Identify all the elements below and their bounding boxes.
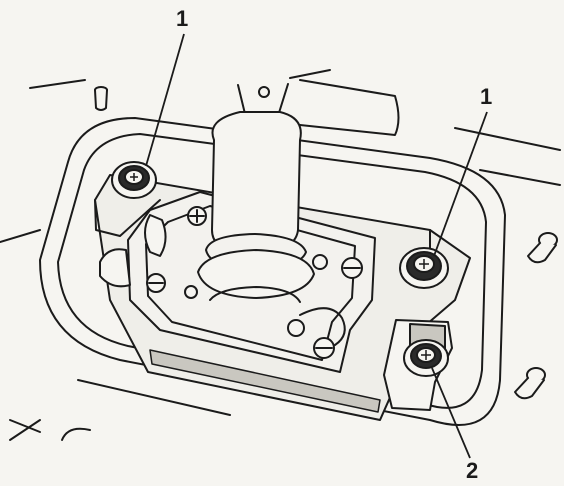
fastener-right	[399, 247, 449, 289]
plate-lower-shade	[149, 349, 381, 413]
callout-2: 2	[466, 458, 479, 483]
housing-bolt-6	[287, 319, 305, 337]
leader-line-2	[431, 367, 471, 459]
left-clip	[144, 214, 167, 257]
housing-wavy-edge	[299, 307, 346, 346]
upper-trim-piece	[299, 79, 400, 136]
leader-line-1-right	[433, 111, 488, 257]
plate-left-flange	[94, 199, 161, 237]
fastener-left	[111, 161, 157, 199]
shifter-boot	[211, 111, 302, 253]
housing-bolt-5	[341, 257, 363, 279]
right-stud-lower	[514, 367, 546, 400]
shaft-pin	[258, 86, 270, 98]
right-stud-upper	[527, 232, 558, 264]
callout-1-left: 1	[176, 6, 189, 31]
console-outer-outline	[39, 117, 506, 426]
housing-bolt-2	[146, 273, 166, 293]
right-upper-edge	[454, 127, 561, 151]
left-stud	[94, 86, 108, 111]
callout-1-right: 1	[480, 84, 493, 109]
housing-bolt-1	[187, 206, 207, 226]
housing-bolt-4	[312, 254, 328, 270]
top-left-line	[29, 79, 86, 89]
bottom-small-arc	[61, 427, 91, 441]
top-mid-line	[289, 69, 331, 79]
right-side-edge	[479, 169, 561, 186]
fastener-lower	[403, 339, 449, 377]
bottom-left-edge	[77, 379, 231, 416]
console-inner-outline	[57, 133, 487, 409]
left-outer-curve	[0, 229, 41, 243]
housing-bolt-3	[184, 285, 198, 299]
housing-bolt-7	[313, 337, 335, 359]
boot-collar-2	[197, 249, 315, 299]
boot-collar-3	[209, 286, 301, 303]
left-side-bracket	[99, 248, 131, 288]
bottom-left-slant	[9, 419, 41, 441]
leader-line-1-left	[145, 33, 185, 167]
